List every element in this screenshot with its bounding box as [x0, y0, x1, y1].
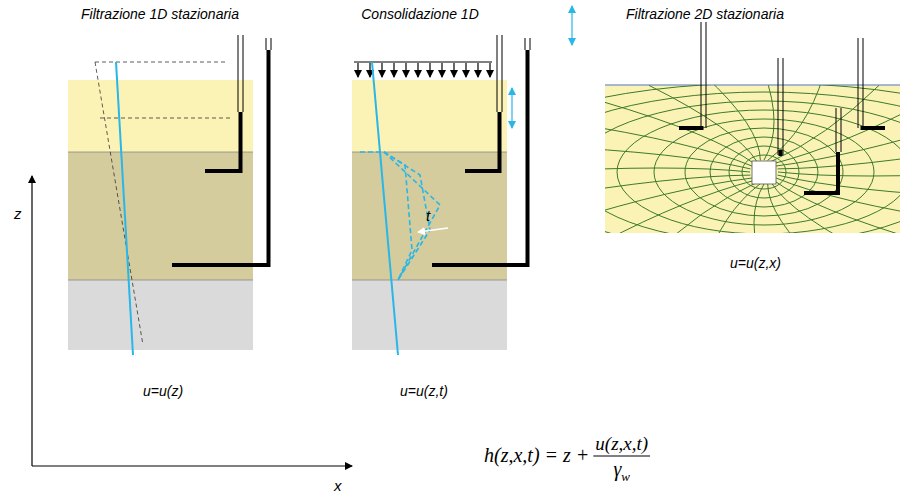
panel-title: Consolidazione 1D — [361, 7, 479, 22]
fraction-bar — [593, 456, 650, 457]
equation-part: h(z,x,t) = z + — [484, 444, 589, 466]
pressure-function: u=u(z,t) — [400, 384, 448, 399]
equation-numerator: u(z,x,t) — [595, 434, 648, 455]
pressure-function: u=u(z) — [143, 384, 183, 399]
axis-label: x — [334, 478, 342, 495]
equation-subscript: w — [621, 470, 630, 484]
panel-title: Filtrazione 2D stazionaria — [626, 7, 784, 22]
panel-1d-steady — [68, 35, 271, 355]
time-label: t — [426, 208, 430, 225]
panel-2d-flownet — [470, 22, 914, 272]
z-axis — [31, 176, 32, 466]
x-axis — [32, 465, 352, 466]
panel-title: Filtrazione 1D stazionaria — [81, 7, 239, 22]
equation-denominator: γ — [613, 458, 621, 480]
pressure-function: u=u(z,x) — [730, 256, 781, 271]
axis-label: z — [14, 206, 22, 223]
panel-consolidation — [352, 6, 572, 355]
